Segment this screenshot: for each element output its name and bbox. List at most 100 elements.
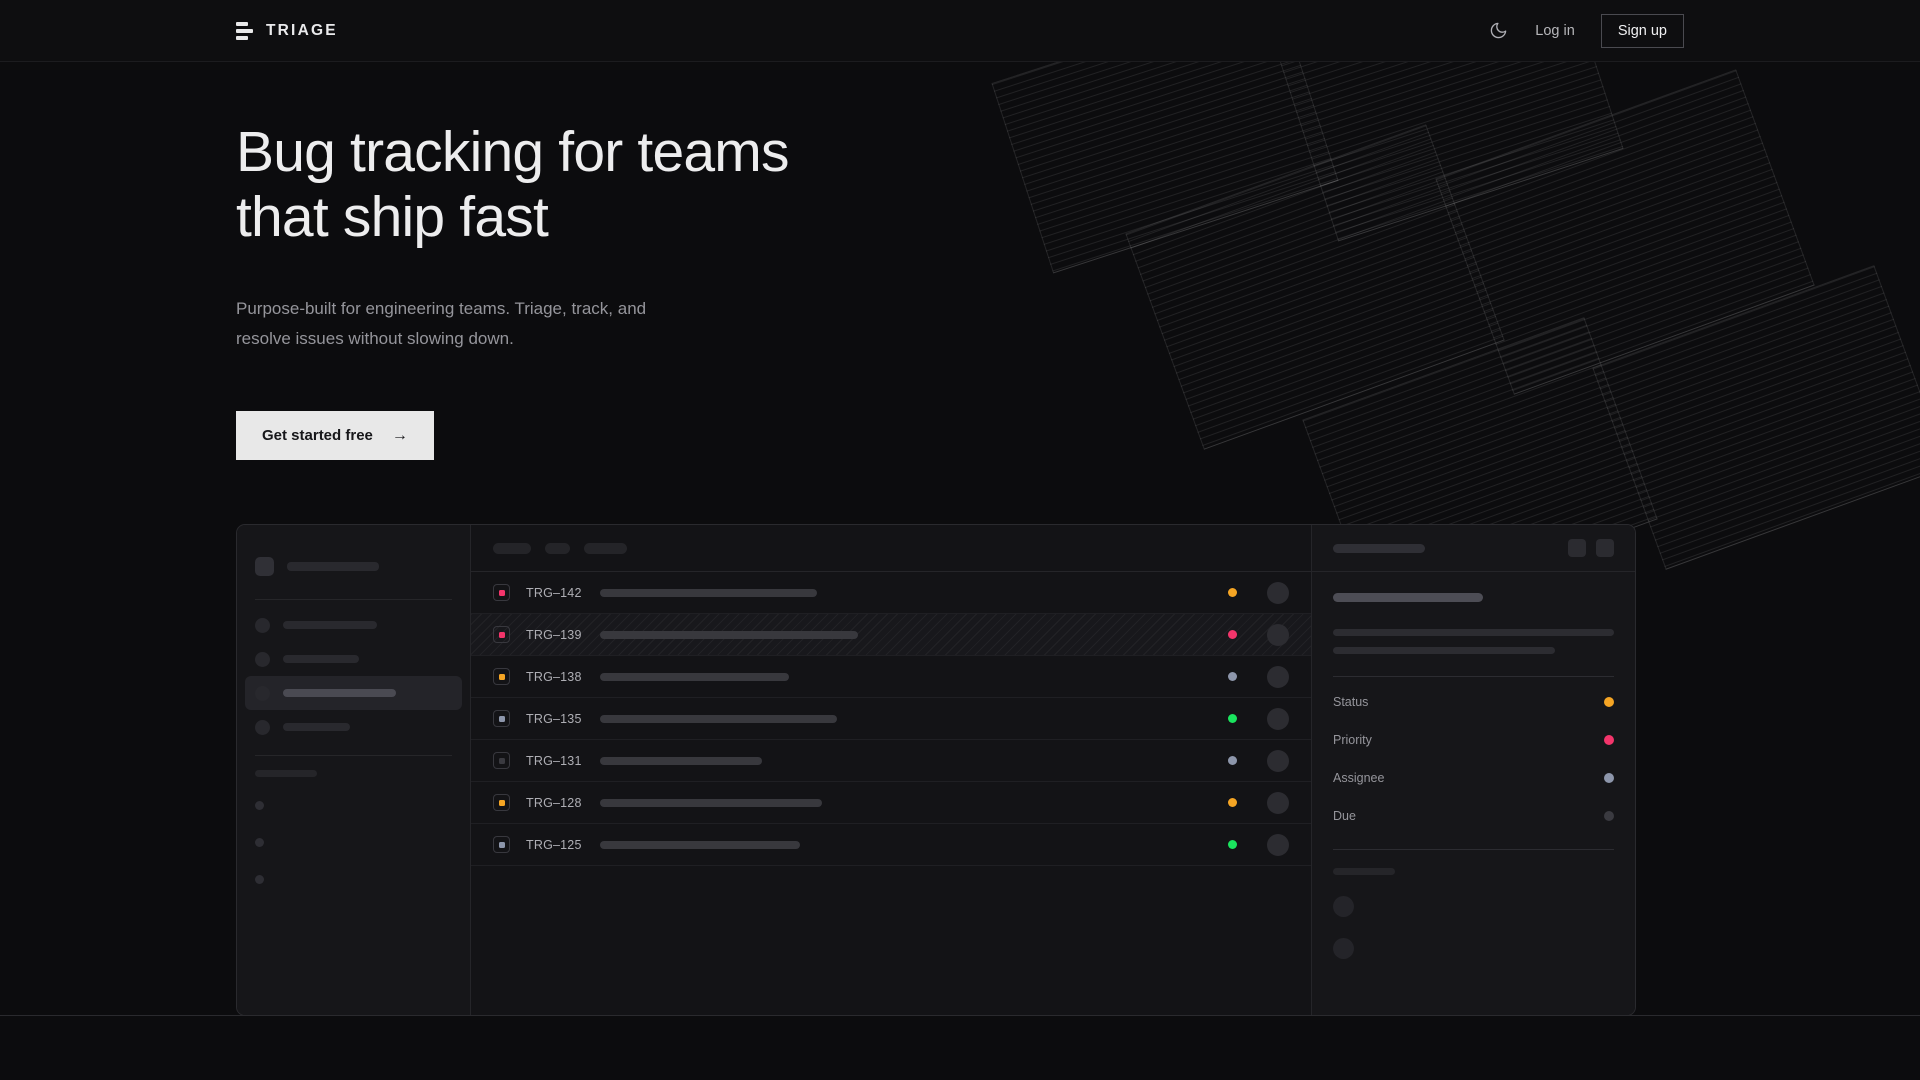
issue-title-skeleton [600, 588, 817, 597]
sidebar-workspace-switcher[interactable] [255, 544, 452, 588]
issue-id: TRG–142 [526, 585, 582, 600]
meta-value-dot [1604, 697, 1614, 707]
top-navigation-bar: TRIAGE Log in Sign up [0, 0, 1920, 62]
table-row[interactable]: TRG–139 [471, 614, 1311, 656]
moon-icon[interactable] [1487, 20, 1509, 42]
status-badge [1228, 840, 1237, 849]
meta-label: Assignee [1333, 771, 1385, 785]
app-sidebar [237, 525, 471, 1015]
decor-slab [1276, 62, 1624, 242]
three-bars-icon [236, 21, 253, 40]
toolbar-filter-pill[interactable] [584, 542, 627, 554]
issue-type-icon [493, 836, 510, 853]
issue-type-icon [493, 584, 510, 601]
sidebar-divider [255, 599, 452, 600]
avatar [1267, 791, 1289, 814]
issue-title-skeleton [600, 756, 762, 765]
issue-type-icon [493, 794, 510, 811]
issue-title-skeleton [600, 672, 789, 681]
detail-action-icon[interactable] [1568, 539, 1586, 557]
issue-title-skeleton [600, 714, 837, 723]
footer-area [0, 1016, 1920, 1080]
meta-value-dot [1604, 735, 1614, 745]
meta-label: Priority [1333, 733, 1372, 747]
mini-dot-icon [255, 875, 264, 884]
table-row[interactable]: TRG–125 [471, 824, 1311, 866]
issue-type-icon [493, 710, 510, 727]
arrow-right-icon: → [391, 426, 408, 444]
detail-action-buttons [1568, 539, 1614, 557]
table-row[interactable]: TRG–128 [471, 782, 1311, 824]
detail-meta-priority[interactable]: Priority [1333, 721, 1614, 759]
sidebar-secondary-item[interactable] [255, 861, 452, 898]
issue-title-skeleton [600, 630, 858, 639]
sidebar-secondary-item[interactable] [255, 824, 452, 861]
avatar [1267, 707, 1289, 730]
issue-id: TRG–128 [526, 795, 582, 810]
page-title: Bug tracking for teams that ship fast [236, 120, 789, 249]
detail-meta-due[interactable]: Due [1333, 797, 1614, 835]
avatar [1267, 833, 1289, 856]
meta-label: Status [1333, 695, 1369, 709]
meta-value-dot [1604, 811, 1614, 821]
issue-type-icon [493, 752, 510, 769]
sidebar-secondary-item[interactable] [255, 787, 452, 824]
avatar [1267, 623, 1289, 646]
nav-dot-icon [255, 617, 270, 633]
signup-button[interactable]: Sign up [1600, 13, 1684, 48]
detail-action-icon[interactable] [1596, 539, 1614, 557]
sidebar-item-label-skeleton [283, 723, 350, 731]
sidebar-item-label-skeleton [283, 655, 359, 663]
detail-meta-assignee[interactable]: Assignee [1333, 759, 1614, 797]
workspace-name-skeleton [287, 561, 379, 571]
status-badge [1228, 798, 1237, 807]
hero-subtitle: Purpose-built for engineering teams. Tri… [236, 298, 647, 348]
avatar [1267, 581, 1289, 604]
sidebar-item-2[interactable] [245, 676, 462, 710]
issue-type-icon [493, 626, 510, 643]
activity-label-skeleton [1333, 868, 1395, 875]
issue-id: TRG–131 [526, 753, 582, 768]
brand-name: TRIAGE [266, 21, 338, 39]
table-row[interactable]: TRG–138 [471, 656, 1311, 698]
table-row[interactable]: TRG–142 [471, 572, 1311, 614]
table-row[interactable]: TRG–135 [471, 698, 1311, 740]
issue-list-toolbar [471, 525, 1311, 572]
hero-section: Bug tracking for teams that ship fast Pu… [236, 120, 789, 461]
detail-meta-status[interactable]: Status [1333, 683, 1614, 721]
cta-label: Get started free [262, 427, 373, 445]
nav-actions: Log in Sign up [1487, 13, 1684, 48]
sidebar-item-3[interactable] [245, 710, 462, 744]
sidebar-secondary-list [255, 787, 452, 898]
issue-id: TRG–139 [526, 627, 582, 642]
mini-dot-icon [255, 801, 264, 810]
detail-toolbar [1312, 525, 1635, 572]
avatar [1333, 896, 1354, 917]
issue-type-icon [493, 668, 510, 685]
avatar [1333, 938, 1354, 959]
get-started-button[interactable]: Get started free → [236, 411, 434, 461]
detail-title-skeleton [1333, 543, 1425, 553]
toolbar-filter-pill[interactable] [493, 542, 531, 554]
table-row[interactable]: TRG–131 [471, 740, 1311, 782]
sidebar-item-0[interactable] [245, 608, 462, 642]
detail-divider [1333, 676, 1614, 677]
login-link[interactable]: Log in [1535, 22, 1575, 39]
toolbar-filter-pill[interactable] [545, 542, 570, 554]
issue-id: TRG–138 [526, 669, 582, 684]
issue-title-skeleton [600, 798, 822, 807]
decor-slab [1125, 124, 1505, 450]
avatar [1267, 749, 1289, 772]
detail-text-skeleton [1333, 629, 1614, 636]
meta-label: Due [1333, 809, 1356, 823]
meta-value-dot [1604, 773, 1614, 783]
brand-logo[interactable]: TRIAGE [236, 21, 338, 40]
issue-id: TRG–125 [526, 837, 582, 852]
sidebar-item-1[interactable] [245, 642, 462, 676]
